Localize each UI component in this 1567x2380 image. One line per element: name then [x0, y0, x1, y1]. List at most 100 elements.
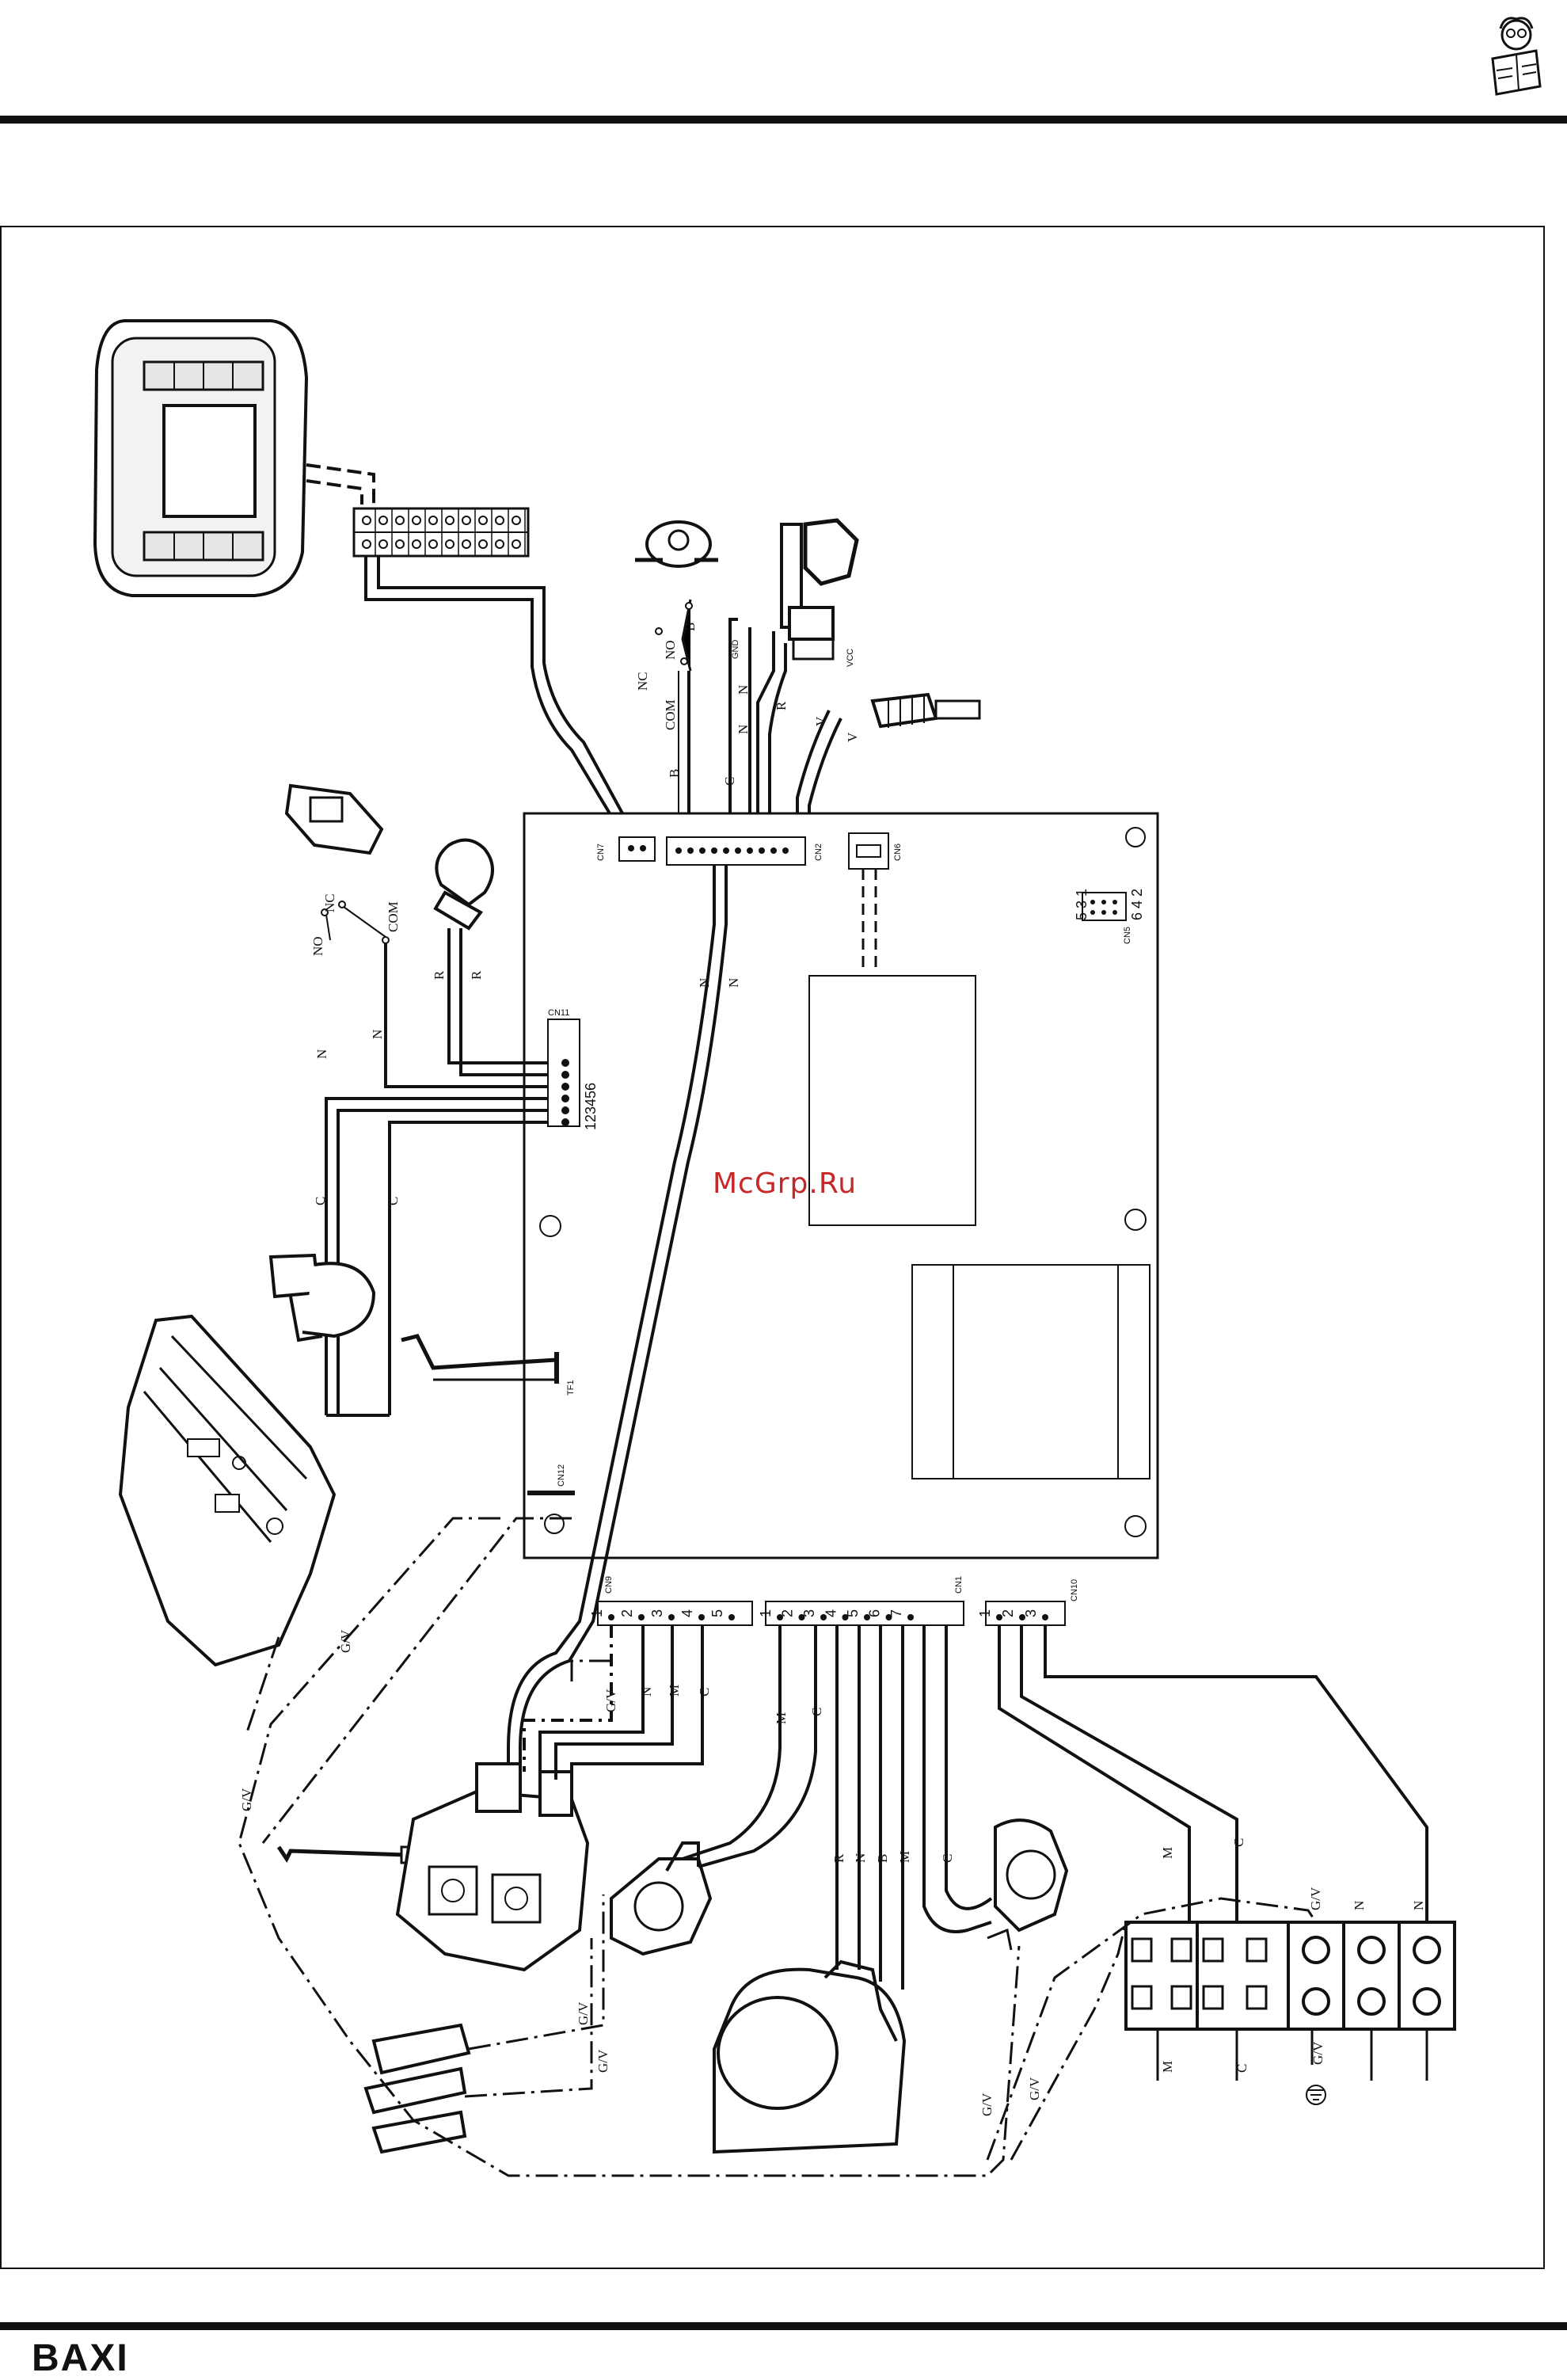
strip-screw: [478, 539, 488, 549]
label-n-top-2: N: [736, 725, 751, 734]
label-gv-3: G/V: [603, 1689, 618, 1712]
bottom-rule: [0, 2322, 1567, 2330]
cn2-pin: [687, 847, 694, 854]
strip-screw: [445, 539, 455, 549]
strip-screw: [412, 516, 421, 525]
microswitch: [284, 783, 390, 944]
label-com-top: COM: [663, 699, 678, 730]
strip-screw: [378, 539, 388, 549]
cn2-upper-wires: [678, 618, 842, 845]
pin-number: 3: [1023, 1609, 1039, 1617]
terminal-screw: [1302, 1987, 1330, 2016]
label-r-left-2: R: [469, 970, 484, 980]
connector-pin: [698, 1614, 705, 1620]
cn5-bottom-pins: 6 4 2: [1129, 889, 1145, 920]
pin-number: 6: [867, 1609, 883, 1617]
cn6-label: CN6: [893, 843, 903, 861]
cn2-pin: [759, 847, 765, 854]
pin-number: 3: [801, 1609, 817, 1617]
pressure-switch: [635, 520, 718, 672]
label-gv-4: G/V: [576, 2001, 591, 2025]
top-rule: [0, 116, 1567, 124]
label-c-cn9: C: [697, 1688, 712, 1696]
terminal-socket: [1246, 1937, 1268, 1963]
wire-labels: B NO NC COM B C N N R V V GND VCC NO NC …: [239, 623, 1426, 2116]
label-vcc: VCC: [846, 649, 855, 667]
strip-screw: [378, 516, 388, 525]
cn5-label: CN5: [1123, 927, 1132, 944]
brand-logo: BAXI: [32, 2337, 129, 2379]
terminal-socket: [1202, 1937, 1224, 1963]
cn10-label: CN10: [1070, 1579, 1079, 1601]
label-m-bottom: M: [1160, 2061, 1175, 2073]
cn2-to-gas-valve-wires: [507, 865, 728, 1867]
cn2-pin: [723, 847, 729, 854]
cn11-pin: [561, 1106, 569, 1114]
label-gv-bottom: G/V: [1310, 2041, 1325, 2065]
terminal-socket: [1170, 1985, 1192, 2010]
label-c-bottom: C: [1234, 2064, 1249, 2073]
pin-number: 4: [679, 1609, 695, 1617]
pin-number: 1: [758, 1609, 774, 1617]
pin-number: 1: [589, 1609, 605, 1617]
strip-screw: [428, 516, 438, 525]
terminal-strip: [352, 507, 633, 831]
limit-thermostat: [268, 1253, 390, 1417]
label-b-1: B: [683, 623, 698, 631]
reader-icon: [1491, 17, 1542, 96]
terminal-socket: [1202, 1985, 1224, 2010]
connector-pin: [798, 1614, 805, 1620]
label-n-left-2: N: [370, 1030, 385, 1039]
terminal-socket: [1246, 1985, 1268, 2010]
connector-pin: [907, 1614, 914, 1620]
strip-screw: [495, 539, 504, 549]
terminal-screw: [1413, 1987, 1441, 2016]
cn5-top-pins: 5 3 1: [1074, 889, 1090, 920]
strip-screw: [495, 516, 504, 525]
connector-pin: [1042, 1614, 1048, 1620]
strip-screw: [362, 539, 371, 549]
label-gv-5: G/V: [595, 2049, 610, 2073]
tf1-sensor: [401, 1334, 559, 1384]
cn1-diverter-wires: [922, 1625, 993, 1933]
cn9-wires: [523, 1625, 704, 1792]
cn11-wires: [325, 940, 548, 1415]
label-gv-6: G/V: [979, 2092, 995, 2116]
connector-pin: [864, 1614, 870, 1620]
gas-valve: [395, 1762, 590, 1972]
label-b-pump: B: [875, 1854, 890, 1863]
connector-pin: [1019, 1614, 1025, 1620]
strip-screw: [462, 516, 471, 525]
cn11-pin: [561, 1118, 569, 1126]
pin-number: 4: [823, 1609, 839, 1617]
label-n-right-1: N: [1352, 1901, 1367, 1910]
cn2-label: CN2: [814, 843, 823, 861]
label-r-pump: R: [831, 1853, 846, 1863]
cn11-pin: [561, 1083, 569, 1091]
strip-screw: [445, 516, 455, 525]
cn11-pin: [561, 1071, 569, 1079]
pin-number: 3: [649, 1609, 665, 1617]
label-n-right-2: N: [1411, 1901, 1426, 1910]
connector-pin: [638, 1614, 645, 1620]
strip-screw: [395, 516, 405, 525]
cn2-pin: [747, 847, 753, 854]
fan-motor: [610, 1841, 713, 1956]
label-c-top: C: [722, 777, 737, 786]
cn2-pin: [782, 847, 789, 854]
earth-dashed-wires: [238, 1517, 1318, 2177]
label-r-left-1: R: [432, 970, 447, 980]
pin-number: 5: [845, 1609, 861, 1617]
pin-number: 5: [709, 1609, 725, 1617]
label-gnd: GND: [731, 640, 740, 660]
cn9-label: CN9: [604, 1576, 614, 1594]
terminal-socket: [1131, 1985, 1153, 2010]
cn2-pin: [770, 847, 777, 854]
label-v-1: V: [813, 716, 828, 726]
cn11-label: CN11: [548, 1008, 569, 1018]
cn2-pin: [735, 847, 741, 854]
cn2-pin: [675, 847, 682, 854]
label-m-pump: M: [897, 1851, 912, 1863]
label-c-fan: C: [809, 1708, 824, 1716]
